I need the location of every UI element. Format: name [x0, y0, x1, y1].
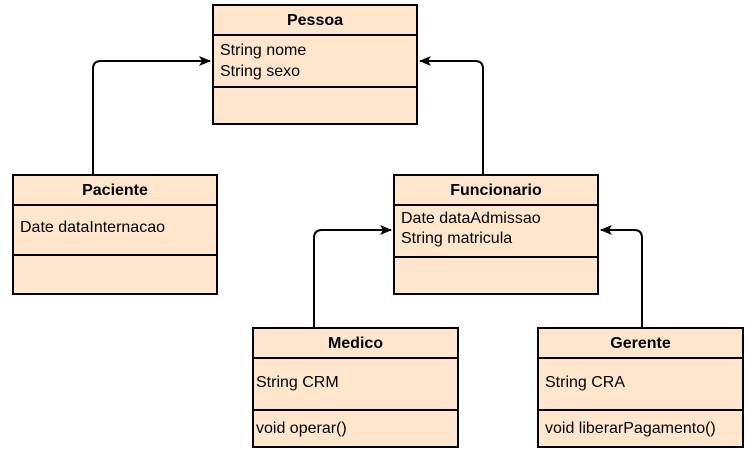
- class-funcionario-name: Funcionario: [395, 176, 597, 206]
- operation-liberar-pagamento: void liberarPagamento(): [545, 420, 716, 437]
- class-paciente[interactable]: Paciente Date dataInternacao: [12, 174, 218, 295]
- attribute-sexo: String sexo: [220, 63, 301, 80]
- class-medico-name: Medico: [254, 329, 457, 359]
- edge-gerente-to-funcionario: [600, 225, 643, 327]
- class-gerente-attributes: String CRA: [539, 359, 742, 411]
- operation-operar: void operar(): [256, 420, 347, 437]
- attribute-nome: String nome: [220, 42, 307, 59]
- attribute-data-admissao: Date dataAdmissao: [401, 210, 541, 227]
- attribute-crm: String CRM: [256, 374, 339, 391]
- class-medico[interactable]: Medico String CRM void operar(): [252, 327, 459, 448]
- attribute-cra: String CRA: [545, 374, 626, 391]
- class-medico-attributes: String CRM: [254, 359, 457, 411]
- class-pessoa[interactable]: Pessoa String nome String sexo: [212, 4, 418, 125]
- class-medico-operations: void operar(): [254, 411, 457, 446]
- edge-medico-to-funcionario: [313, 225, 392, 327]
- attribute-matricula: String matricula: [401, 230, 513, 247]
- class-paciente-name: Paciente: [14, 176, 216, 206]
- class-gerente[interactable]: Gerente String CRA void liberarPagamento…: [537, 327, 744, 448]
- class-paciente-attributes: Date dataInternacao: [14, 206, 216, 256]
- class-funcionario-attributes: Date dataAdmissao String matricula: [395, 206, 597, 258]
- class-gerente-operations: void liberarPagamento(): [539, 411, 742, 446]
- attribute-data-internacao: Date dataInternacao: [20, 219, 165, 236]
- edge-funcionario-to-pessoa: [419, 56, 484, 174]
- class-pessoa-name: Pessoa: [214, 6, 416, 36]
- class-pessoa-attributes: String nome String sexo: [214, 36, 416, 88]
- edge-paciente-to-pessoa: [92, 56, 211, 174]
- class-gerente-name: Gerente: [539, 329, 742, 359]
- class-funcionario[interactable]: Funcionario Date dataAdmissao String mat…: [393, 174, 599, 295]
